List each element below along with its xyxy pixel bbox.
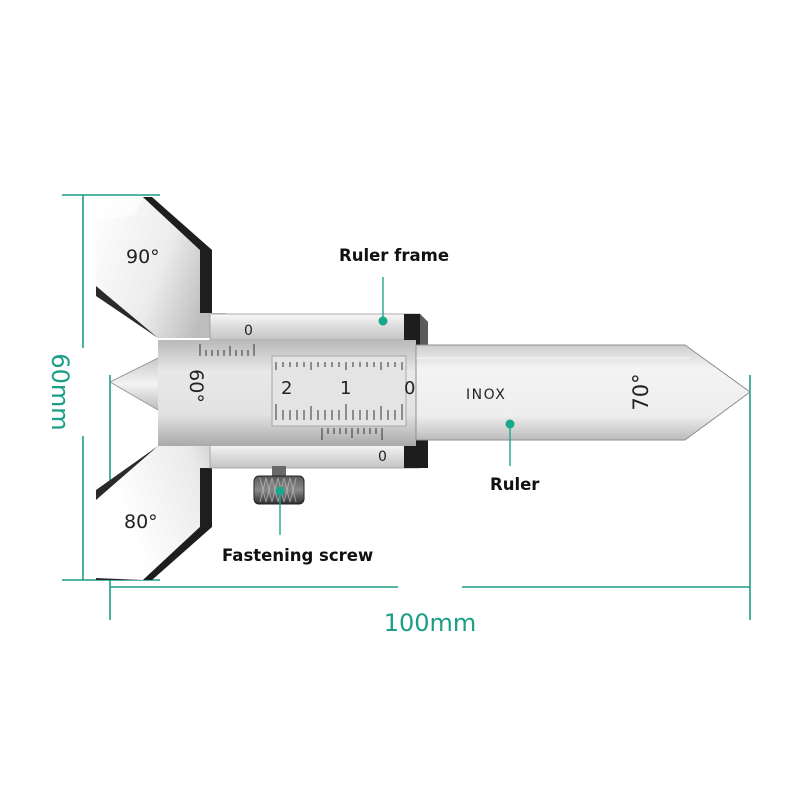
callout-dot-ruler xyxy=(505,419,515,429)
callout-fastening-screw: Fastening screw xyxy=(222,486,373,565)
fastening-screw xyxy=(253,466,305,505)
angle-60-label: 60° xyxy=(185,369,207,403)
upper-scale-zero: 0 xyxy=(244,323,253,339)
center-scale-label-2: 2 xyxy=(281,378,292,399)
ruler-frame-top-band xyxy=(209,313,421,341)
upper-frame-arm xyxy=(96,197,226,338)
lower-scale-zero: 0 xyxy=(378,449,387,465)
angle-80-label: 80° xyxy=(124,511,158,533)
lower-scale-ticks xyxy=(321,428,383,440)
callout-dot-ruler-frame xyxy=(378,316,388,326)
callout-ruler-frame: Ruler frame xyxy=(339,246,449,326)
callout-label-ruler: Ruler xyxy=(490,475,540,494)
lower-frame-arm xyxy=(96,446,226,580)
angle-90-label: 90° xyxy=(126,246,160,268)
height-dimension-label: 60mm xyxy=(46,353,74,430)
ruler-bar xyxy=(415,344,751,441)
upper-scale-ticks xyxy=(199,344,255,356)
width-dimension-label: 100mm xyxy=(384,609,477,637)
callout-label-ruler-frame: Ruler frame xyxy=(339,246,449,265)
slider-block xyxy=(158,340,416,446)
center-scale-ticks xyxy=(275,362,403,420)
center-scale-label-0: 0 xyxy=(404,378,415,399)
angle-70-label: 70° xyxy=(629,373,653,410)
callout-dot-fastening-screw xyxy=(275,486,285,496)
callout-ruler: Ruler xyxy=(490,419,540,494)
ruler-frame-bottom-band xyxy=(209,443,421,469)
callout-label-fastening-screw: Fastening screw xyxy=(222,546,373,565)
center-scale-label-1: 1 xyxy=(340,378,351,399)
inox-brand-label: INOX xyxy=(466,387,506,403)
